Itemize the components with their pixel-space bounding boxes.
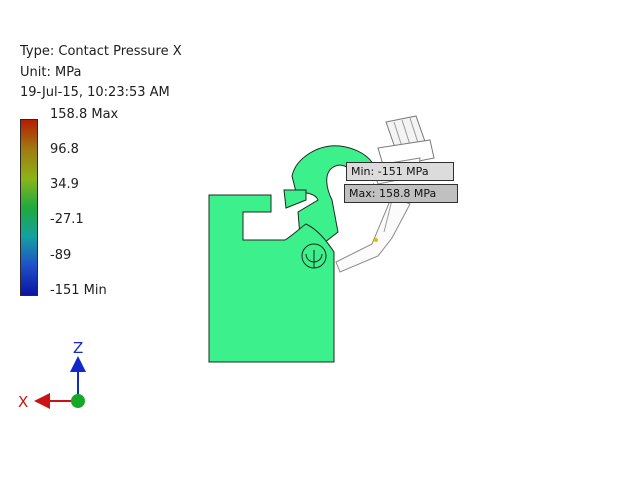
- result-datetime-text: 19-Jul-15, 10:23:53 AM: [20, 85, 170, 100]
- y-axis-dot-icon: [71, 394, 85, 408]
- legend-label-4: -89: [50, 248, 72, 263]
- legend-color-bar: [20, 119, 38, 296]
- max-probe-tag[interactable]: Max: 158.8 MPa: [344, 184, 458, 203]
- result-type-text: Type: Contact Pressure X: [20, 44, 182, 59]
- min-probe-tag[interactable]: Min: -151 MPa: [346, 162, 454, 181]
- clamp-linkage: [335, 195, 411, 273]
- z-axis-arrow-icon: [70, 356, 86, 372]
- clamp-jaw: [283, 189, 307, 209]
- clamp-model[interactable]: [208, 115, 435, 363]
- legend-label-3: -27.1: [50, 212, 84, 227]
- legend-label-2: 34.9: [50, 177, 79, 192]
- x-axis-arrow-icon: [34, 393, 50, 409]
- legend-label-max: 158.8 Max: [50, 107, 119, 122]
- coordinate-triad[interactable]: Z X: [18, 339, 86, 411]
- legend-label-min: -151 Min: [50, 283, 107, 298]
- result-unit-text: Unit: MPa: [20, 65, 82, 80]
- legend-label-1: 96.8: [50, 142, 79, 157]
- z-axis-label: Z: [73, 339, 83, 357]
- x-axis-label: X: [18, 393, 28, 411]
- clamp-base-block: [208, 194, 335, 363]
